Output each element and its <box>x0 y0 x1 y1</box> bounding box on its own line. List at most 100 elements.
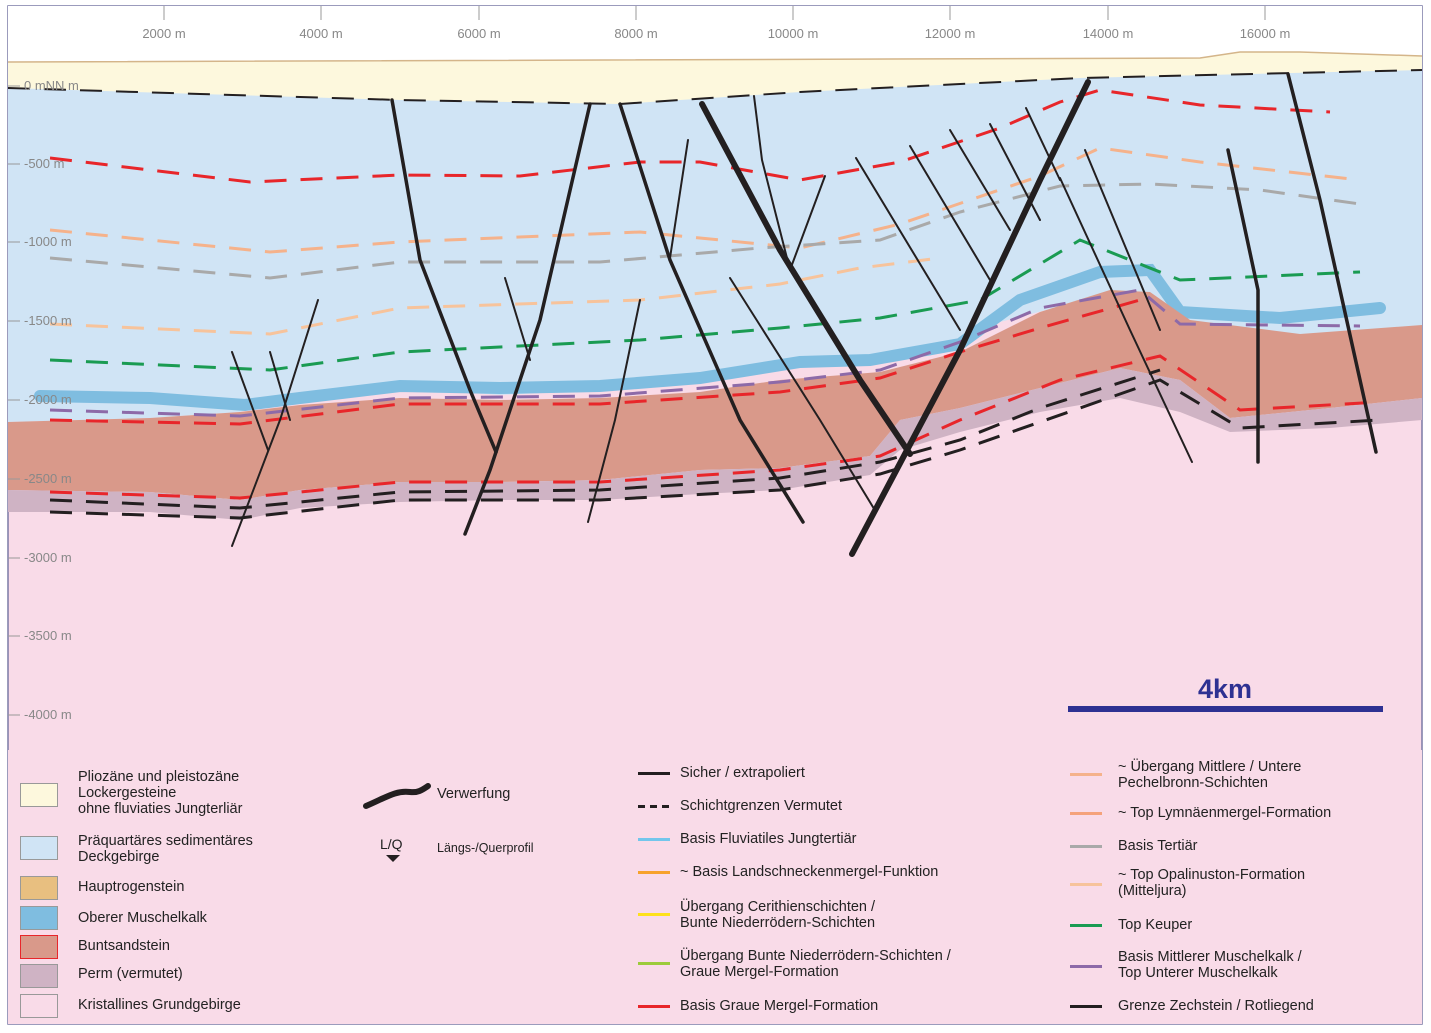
fault-18 <box>909 145 991 281</box>
scale-bar-line <box>1068 706 1383 712</box>
legend-label-line: Grenze Zechstein / Rotliegend <box>1118 998 1314 1014</box>
fault-17 <box>855 157 961 331</box>
scale-bar: 4km <box>1068 674 1383 712</box>
fault-19 <box>949 129 1011 231</box>
fault-22 <box>1059 177 1193 463</box>
fault-15 <box>729 277 877 513</box>
legend-label-line: ~ Top Opalinuston-Formation (Mitteljura) <box>1118 867 1306 899</box>
scale-bar-label: 4km <box>1198 674 1252 704</box>
legend-label-line: ~ Übergang Mittlere / Untere Pechelbronn… <box>1118 759 1302 791</box>
x-tick-label: 14000 m <box>1083 26 1134 41</box>
legend-swatch-buntsandstein <box>20 935 58 959</box>
muschelkalk-purple <box>49 288 1361 418</box>
fault-14 <box>669 139 689 259</box>
fault-13 <box>587 299 641 523</box>
fault-20 <box>989 123 1041 221</box>
legend-line-opalinuston <box>1070 883 1102 886</box>
fault-legend-icon <box>363 783 431 809</box>
legend-line-pechelbronn <box>1070 773 1102 776</box>
profile-marker-icon <box>386 855 400 862</box>
zechstein-line-2 <box>49 378 1381 520</box>
legend-line-solid <box>638 772 670 775</box>
legend-line-graue-mergel <box>638 1005 670 1008</box>
legend-label-profile-code: L/Q <box>380 836 403 852</box>
legend-label-perm: Perm (vermutet) <box>78 966 183 982</box>
graue-mergel-bottom <box>49 354 1381 500</box>
legend-line-muschelkalk <box>1070 965 1102 968</box>
legend-line-bunte-niederroedern <box>638 962 670 965</box>
legend-label-line: Schichtgrenzen Vermutet <box>680 798 843 814</box>
legend-label-line: Übergang Bunte Niederrödern-Schichten / … <box>680 948 951 980</box>
top-axis-band <box>8 6 1422 66</box>
legend-label-line: ~ Basis Landschneckenmergel-Funktion <box>680 864 939 880</box>
legend-swatch-hauptrogenstein <box>20 876 58 900</box>
zechstein-line-1 <box>49 368 1161 510</box>
legend-label-line: Basis Fluviatiles Jungtertiär <box>680 831 857 847</box>
basis-tertiaer-line <box>49 182 1361 280</box>
legend-label-fault: Verwerfung <box>437 786 511 802</box>
x-tick-label: 4000 m <box>299 26 342 41</box>
legend-swatch-oberer-muschelkalk <box>20 906 58 930</box>
legend-area <box>8 750 1422 1024</box>
fault-6 <box>1286 72 1378 454</box>
x-tick-label: 16000 m <box>1240 26 1291 41</box>
legend-line-fluviatiles <box>638 838 670 841</box>
fault-12 <box>504 277 531 361</box>
legend-line-cerithien <box>638 913 670 916</box>
legend-label-line: Basis Graue Mergel-Formation <box>680 998 879 1014</box>
legend-label-line: Top Keuper <box>1118 917 1193 933</box>
y-tick-label: -1000 m <box>24 234 72 249</box>
legend-label-line: ~ Top Lymnäenmergel-Formation <box>1118 805 1332 821</box>
y-tick-label: -4000 m <box>24 707 72 722</box>
x-tick-label: 2000 m <box>142 26 185 41</box>
legend-label-line: Basis Tertiär <box>1118 838 1198 854</box>
legend-label-pliozaen: Pliozäne und pleistozäne Lockergesteine … <box>78 769 243 817</box>
y-axis-ticks <box>8 85 20 716</box>
x-tick-label: 10000 m <box>768 26 819 41</box>
fault-23 <box>1084 149 1161 331</box>
y-tick-label: -2500 m <box>24 471 72 486</box>
legend-line-basis-tertiaer <box>1070 845 1102 848</box>
fault-9 <box>231 299 319 547</box>
ground-surface <box>7 51 1423 63</box>
fault-2 <box>463 102 592 536</box>
fault-8 <box>753 95 791 271</box>
y-tick-label: -500 m <box>24 156 64 171</box>
x-tick-label: 8000 m <box>614 26 657 41</box>
legend-label-praequartaer: Präquartäres sedimentäres Deckgebirge <box>78 833 253 865</box>
fault-3 <box>618 102 805 524</box>
y-tick-label: -1500 m <box>24 313 72 328</box>
fault-4 <box>699 101 913 457</box>
legend-label-hauptrogenstein: Hauptrogenstein <box>78 879 185 895</box>
legend-line-dashed <box>638 805 670 808</box>
y-tick-label: -2000 m <box>24 392 72 407</box>
y-axis-labels: 0 mNN m -500 m -1000 m -1500 m -2000 m -… <box>24 78 79 722</box>
fault-1 <box>390 98 498 454</box>
y-tick-label: -3500 m <box>24 628 72 643</box>
faults <box>231 72 1378 557</box>
legend-swatch-pliozaen <box>20 783 58 807</box>
graue-mergel-lower <box>49 298 1141 426</box>
fault-7 <box>1226 148 1260 464</box>
legend-label-kristallin: Kristallines Grundgebirge <box>78 997 241 1013</box>
fault-10 <box>231 351 269 451</box>
legend-label-line: Basis Mittlerer Muschelkalk / Top Untere… <box>1118 949 1302 981</box>
y-tick-label: 0 mNN m <box>24 78 79 93</box>
fault-5 <box>849 79 1091 557</box>
legend-swatch-perm <box>20 964 58 988</box>
legend-label-line: Übergang Cerithienschichten / Bunte Nied… <box>680 899 876 931</box>
legend-line-top-keuper <box>1070 924 1102 927</box>
legend-label-line: Sicher / extrapoliert <box>680 765 805 781</box>
x-axis-labels: 2000 m 4000 m 6000 m 8000 m 10000 m 1200… <box>142 26 1290 41</box>
legend-line-landschnecken <box>638 871 670 874</box>
pechelbronn-line <box>49 146 1361 254</box>
y-tick-label: -3000 m <box>24 550 72 565</box>
x-tick-label: 12000 m <box>925 26 976 41</box>
x-axis-ticks <box>163 6 1266 20</box>
perm-layer <box>8 368 1422 520</box>
legend-label-oberer-muschelkalk: Oberer Muschelkalk <box>78 910 207 926</box>
legend-line-lymnaeen <box>1070 812 1102 815</box>
fault-21 <box>1025 107 1061 181</box>
